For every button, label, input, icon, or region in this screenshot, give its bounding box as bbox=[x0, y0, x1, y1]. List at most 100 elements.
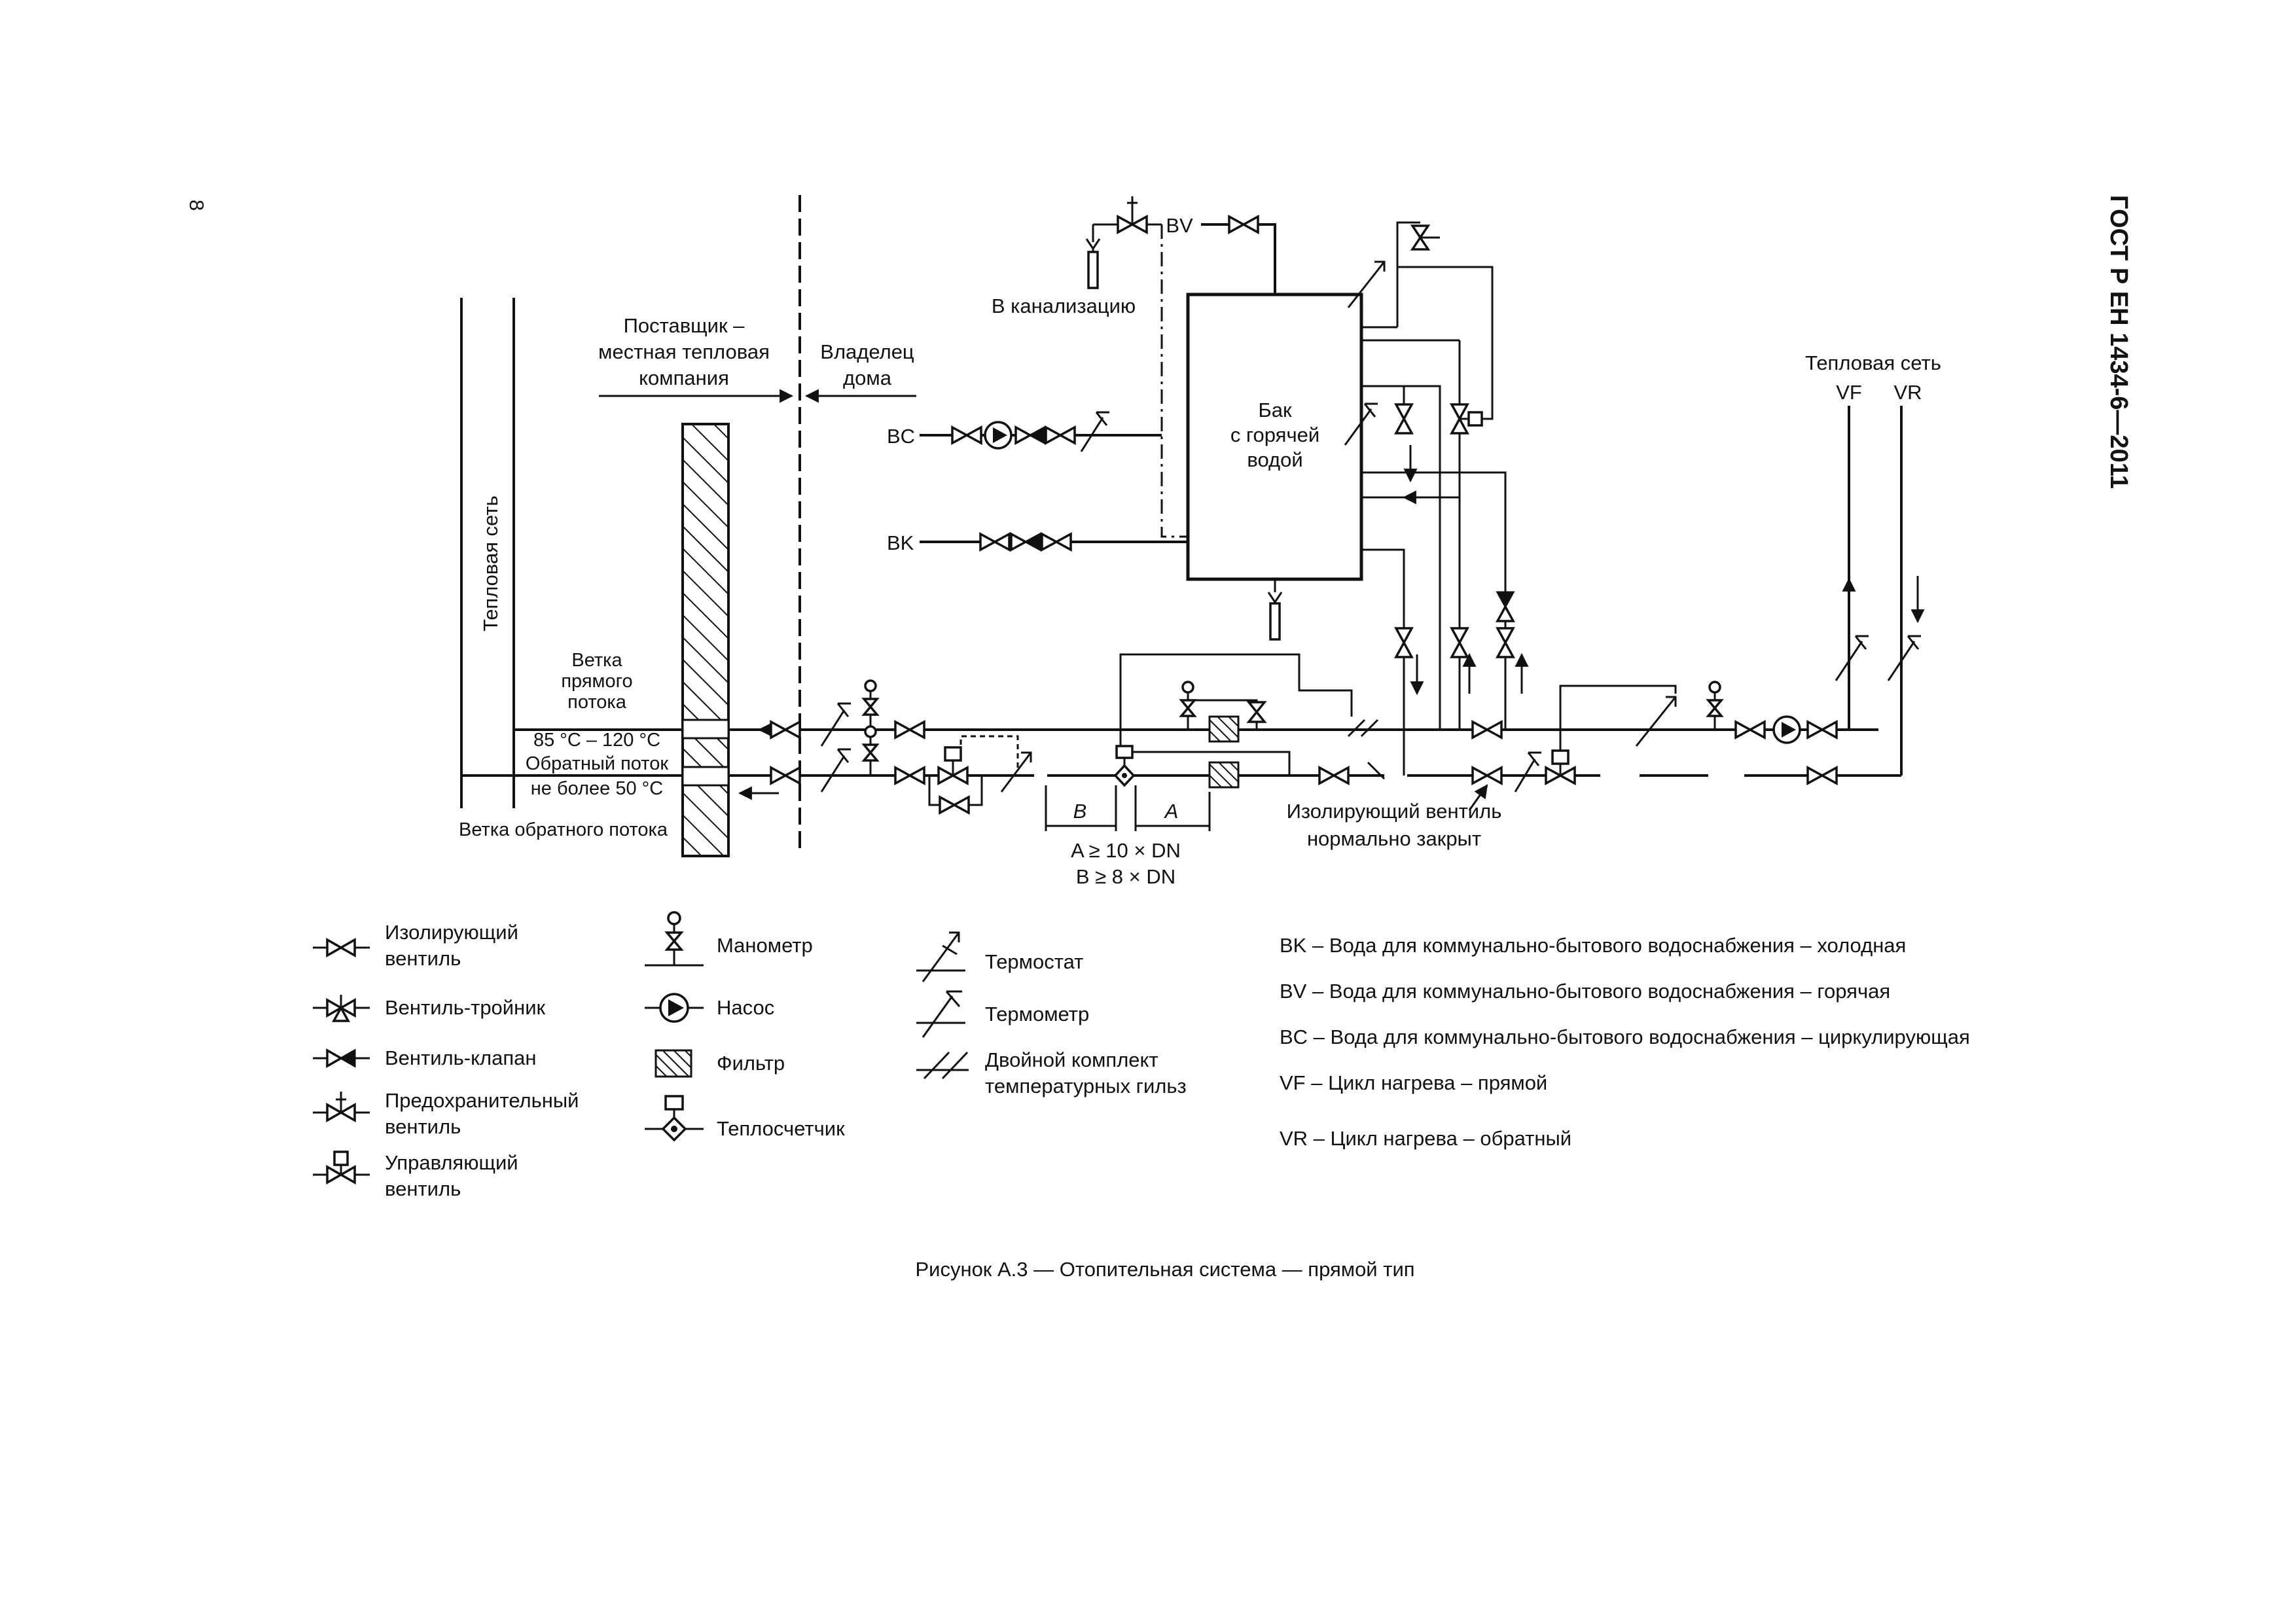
supply-branch-label-1: Ветка bbox=[571, 650, 622, 671]
figure-caption: Рисунок А.3 — Отопительная система — пря… bbox=[915, 1258, 1414, 1281]
vr-label: VR bbox=[1893, 381, 1922, 404]
thermostat-icon bbox=[1000, 751, 1032, 793]
legend-safety-valve-text-1: Предохранительный bbox=[385, 1089, 579, 1112]
isolating-valve-icon bbox=[1228, 215, 1259, 234]
return-branch-label: Ветка обратного потока bbox=[459, 819, 668, 840]
double-pockets-icon bbox=[1347, 719, 1386, 780]
owner-label-2: дома bbox=[843, 366, 892, 389]
check-valve-icon bbox=[1014, 425, 1046, 445]
thermometer-icon bbox=[1514, 751, 1541, 793]
abbr-bc: BC – Вода для коммунально-бытового водос… bbox=[1280, 1026, 1970, 1048]
isolating-valve-icon bbox=[1394, 403, 1414, 435]
control-valve-icon bbox=[928, 735, 1019, 815]
double-pockets-icon bbox=[923, 1051, 969, 1080]
abbr-vr: VR – Цикл нагрева – обратный bbox=[1280, 1127, 1571, 1150]
supply-branch-label-3: потока bbox=[567, 692, 627, 713]
safety-valve-icon bbox=[1410, 224, 1440, 251]
safety-valve-icon bbox=[326, 1092, 356, 1123]
page-number: 8 bbox=[185, 200, 208, 211]
tee-valve-icon bbox=[326, 995, 356, 1022]
legend-double-pockets-text-1: Двойной комплект bbox=[985, 1048, 1158, 1071]
isolating-note-1: Изолирующий вентиль bbox=[1287, 800, 1502, 823]
legend-manometer: Манометр bbox=[645, 911, 813, 967]
dim-b-label: B bbox=[1073, 800, 1087, 823]
isolating-valve-icon bbox=[1041, 532, 1072, 552]
abbr-bv: BV – Вода для коммунально-бытового водос… bbox=[1280, 980, 1890, 1003]
bk-label: BK bbox=[887, 531, 914, 554]
legend-check-valve-text: Вентиль-клапан bbox=[385, 1046, 537, 1069]
boundary: Поставщик – местная тепловая компания Вл… bbox=[598, 195, 916, 857]
isolating-valve-icon bbox=[1471, 766, 1503, 785]
sewer-label: В канализацию bbox=[992, 294, 1136, 317]
pump-icon bbox=[1772, 715, 1801, 744]
thermometer-icon bbox=[1080, 411, 1109, 452]
heat-exchanger-hatched bbox=[681, 423, 730, 857]
supply-temp-label: 85 °С – 120 °С bbox=[533, 730, 660, 751]
isolating-valve-icon bbox=[1045, 425, 1076, 445]
legend-safety-valve-text-2: вентиль bbox=[385, 1115, 461, 1138]
legend-filter: Фильтр bbox=[655, 1049, 785, 1078]
isolating-valve-icon bbox=[1734, 720, 1766, 740]
legend-thermometer: Термометр bbox=[916, 990, 1089, 1038]
legend-manometer-text: Манометр bbox=[717, 934, 813, 957]
legend-tee-valve-text: Вентиль-тройник bbox=[385, 996, 546, 1019]
tank-label-1: Бак bbox=[1258, 399, 1292, 421]
isolating-valve-icon bbox=[770, 720, 801, 740]
cond-b-label: B ≥ 8 × DN bbox=[1076, 865, 1175, 888]
legend-heat-meter-text: Теплосчетчик bbox=[717, 1117, 845, 1140]
manometer-icon bbox=[861, 679, 880, 730]
standard-code: ГОСТ Р ЕН 1434-6—2011 bbox=[2105, 195, 2132, 489]
manometer-icon bbox=[664, 911, 684, 965]
pump-icon bbox=[984, 421, 1013, 450]
isolating-valve-icon bbox=[951, 425, 982, 445]
hot-water-tank-assembly: Бак с горячей водой BV В канализацию BC … bbox=[887, 196, 1529, 776]
legend-isolating-valve-text-1: Изолирующий bbox=[385, 921, 518, 944]
filter-icon bbox=[1208, 761, 1240, 789]
manometer-icon bbox=[861, 725, 880, 776]
isolating-valve-icon bbox=[894, 720, 925, 740]
thermometer-icon bbox=[1344, 402, 1378, 446]
isolating-valve-icon bbox=[1806, 766, 1838, 785]
legend-heat-meter: Теплосчетчик bbox=[645, 1095, 845, 1142]
control-valve-icon bbox=[1397, 266, 1494, 435]
thermostat-icon bbox=[1635, 696, 1677, 747]
thermometer-icon bbox=[1887, 635, 1921, 681]
supply-line-devices bbox=[770, 635, 1921, 815]
cond-a-label: A ≥ 10 × DN bbox=[1071, 839, 1181, 862]
tank-label-3: водой bbox=[1247, 448, 1302, 471]
supplier-label-1: Поставщик – bbox=[624, 314, 745, 337]
supplier-label-3: компания bbox=[639, 366, 729, 389]
legend-control-valve: Управляющий вентиль bbox=[313, 1150, 518, 1200]
pump-icon bbox=[659, 993, 689, 1023]
heat-network-right-label: Тепловая сеть bbox=[1805, 351, 1941, 374]
owner-label-1: Владелец bbox=[820, 340, 914, 363]
return-flow-label-1: Обратный поток bbox=[526, 753, 668, 774]
legend-filter-text: Фильтр bbox=[717, 1052, 785, 1075]
thermometer-icon bbox=[820, 702, 851, 747]
legend-thermostat: Термостат bbox=[916, 931, 1083, 982]
isolating-valve-icon bbox=[1394, 627, 1414, 658]
legend: Изолирующий вентиль Вентиль-тройник Вент… bbox=[313, 911, 1970, 1200]
legend-check-valve: Вентиль-клапан bbox=[313, 1046, 537, 1069]
isolating-valve-icon bbox=[1471, 720, 1503, 740]
legend-thermostat-text: Термостат bbox=[985, 950, 1083, 973]
manometer-icon bbox=[1706, 681, 1724, 730]
abbr-vf: VF – Цикл нагрева – прямой bbox=[1280, 1071, 1547, 1094]
thermometer-icon bbox=[922, 990, 962, 1038]
heat-network-vertical-label: Тепловая сеть bbox=[479, 495, 502, 632]
heat-meter-icon bbox=[661, 1095, 687, 1142]
heat-meter-icon bbox=[1113, 653, 1353, 787]
dim-a-label: A bbox=[1164, 800, 1179, 823]
tank-label-2: с горячей bbox=[1230, 423, 1319, 446]
legend-control-valve-text-1: Управляющий bbox=[385, 1151, 518, 1174]
dimensions: B A A ≥ 10 × DN B ≥ 8 × DN Изолирующий в… bbox=[1045, 784, 1502, 888]
abbr-bk: BK – Вода для коммунально-бытового водос… bbox=[1280, 934, 1906, 957]
bv-label: BV bbox=[1166, 214, 1193, 237]
legend-safety-valve: Предохранительный вентиль bbox=[313, 1089, 579, 1138]
thermostat-icon bbox=[1347, 260, 1386, 308]
legend-double-pockets: Двойной комплект температурных гильз bbox=[916, 1048, 1187, 1097]
isolating-valve-icon bbox=[979, 532, 1011, 552]
isolating-valve-icon bbox=[894, 766, 925, 785]
thermometer-icon bbox=[820, 748, 851, 793]
